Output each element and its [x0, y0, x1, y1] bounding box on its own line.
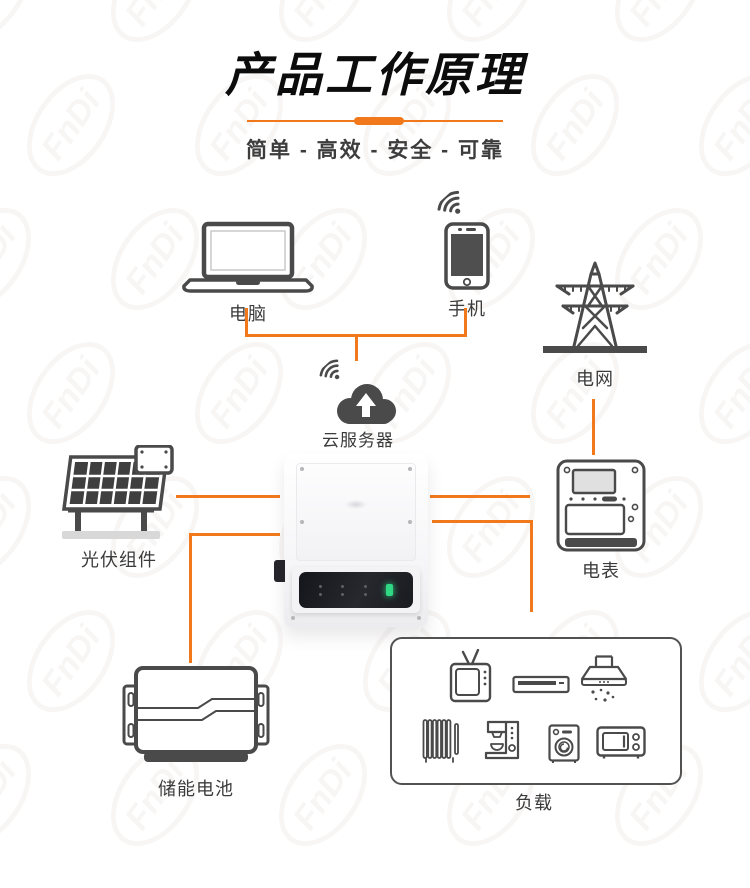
load-label: 负载: [515, 793, 553, 813]
screw-icon: [291, 616, 295, 620]
indicator-lights: [318, 584, 322, 596]
page-subtitle: 简单 - 高效 - 安全 - 可靠: [246, 139, 504, 162]
range-hood-icon: [580, 655, 628, 702]
brand-watermark: FnDi: [176, 325, 302, 461]
wifi-icon: [437, 190, 461, 214]
inverter-status-led: [386, 584, 394, 596]
connector-inverter-battery-h: [189, 533, 280, 536]
node-load: [390, 637, 682, 785]
pv-module-label: 光伏组件: [81, 550, 157, 570]
node-cloud-server: 云服务器: [316, 359, 400, 451]
connector-inverter-meter: [430, 495, 530, 498]
washing-machine-icon: [548, 724, 580, 763]
grid-label: 电网: [576, 369, 614, 389]
connector-inverter-battery-v: [189, 533, 192, 663]
connector-phone-down: [464, 308, 467, 337]
brand-watermark: FnDi: [0, 727, 50, 863]
smartphone-icon: [444, 222, 490, 290]
wifi-icon: [319, 359, 340, 380]
node-meter: 电表: [556, 459, 646, 583]
cloud-upload-icon: [337, 384, 396, 424]
inverter-display-panel: [292, 567, 420, 613]
node-battery: 储能电池: [122, 662, 270, 801]
page-title: 产品工作原理: [225, 48, 525, 101]
coffee-machine-icon: [484, 720, 520, 760]
cloud-server-label: 云服务器: [322, 431, 394, 450]
screw-icon: [300, 519, 304, 524]
battery-label: 储能电池: [158, 779, 234, 799]
brand-watermark: FnDi: [0, 191, 50, 327]
brand-watermark: FnDi: [260, 727, 386, 863]
node-grid: 电网: [541, 258, 649, 391]
radiator-icon: [422, 719, 459, 763]
brand-watermark: FnDi: [428, 459, 554, 595]
dvd-player-icon: [512, 675, 570, 694]
title-divider-accent: [354, 117, 404, 125]
screw-icon: [417, 616, 421, 620]
connector-computer-down: [245, 308, 248, 337]
node-phone: 手机: [444, 222, 490, 321]
connector-junction-horizontal: [245, 334, 467, 337]
connector-inverter-load-h: [432, 520, 533, 523]
screw-icon: [408, 467, 412, 471]
solar-panel-icon: [62, 445, 174, 539]
brand-watermark: FnDi: [680, 325, 750, 461]
inverter-logo: [345, 500, 367, 510]
screw-icon: [300, 467, 304, 471]
indicator-lights: [363, 584, 367, 596]
inverter-front-plate: [296, 463, 416, 561]
meter-label: 电表: [582, 561, 620, 581]
connector-inverter-load-v: [530, 520, 533, 612]
tv-icon: [449, 649, 492, 703]
inverter-device: [274, 454, 428, 627]
microwave-icon: [596, 726, 646, 759]
connector-to-cloud: [355, 337, 358, 361]
inverter-screen: [299, 572, 413, 608]
connector-grid-meter: [592, 399, 595, 455]
inverter-antenna: [274, 560, 285, 582]
node-computer: 电脑: [180, 221, 316, 326]
brand-watermark: FnDi: [8, 593, 134, 729]
node-pv-module: 光伏组件: [56, 445, 182, 572]
phone-label: 手机: [448, 299, 486, 319]
connector-pv-inverter: [176, 495, 280, 498]
laptop-icon: [182, 221, 314, 293]
brand-watermark: FnDi: [680, 593, 750, 729]
transmission-tower-icon: [543, 261, 647, 353]
battery-box-icon: [122, 666, 270, 762]
energy-meter-icon: [556, 459, 646, 552]
computer-label: 电脑: [229, 304, 267, 324]
brand-watermark: FnDi: [8, 325, 134, 461]
indicator-lights: [341, 584, 345, 596]
brand-watermark: FnDi: [0, 459, 50, 595]
screw-icon: [408, 519, 412, 524]
